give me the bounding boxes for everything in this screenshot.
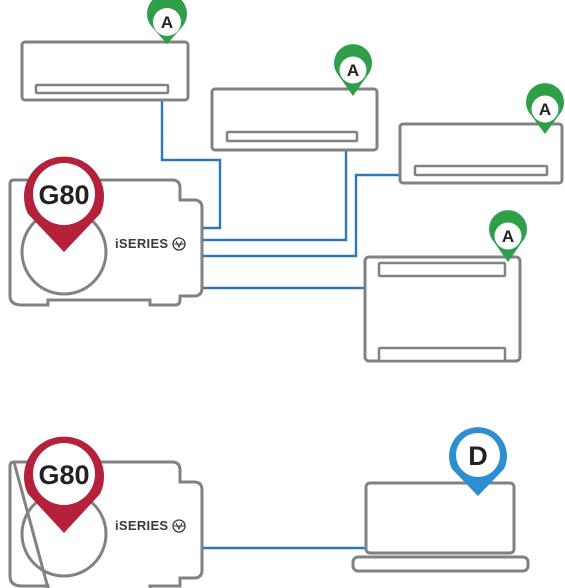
pin-inner [456, 433, 500, 477]
indoor-unit-2-vent [225, 130, 359, 143]
brand-label: iSERIES [115, 236, 168, 251]
laptop-screen [364, 481, 516, 555]
pin-indoor-2: A [334, 44, 373, 96]
indoor-unit-4-bottom-vent [377, 346, 507, 363]
pin-inner [339, 56, 367, 84]
pin-inner [33, 163, 95, 225]
bottom-system: iSERIES G80 D [8, 427, 530, 588]
brand-emblem-icon [172, 237, 186, 251]
indoor-unit-4 [363, 255, 522, 363]
top-pipes [160, 100, 400, 290]
laptop [351, 481, 530, 573]
pin-label: A [347, 61, 359, 80]
indoor-unit-1 [20, 40, 190, 102]
pipe-to-unit-1 [160, 100, 222, 230]
pin-inner [494, 222, 522, 250]
pin-indoor-4: A [489, 210, 527, 262]
indoor-unit-3 [398, 122, 564, 185]
pipe-to-unit-2 [200, 150, 348, 242]
pin-inner [531, 95, 559, 123]
pin-inner [153, 8, 181, 36]
indoor-unit-4-top-vent [377, 261, 507, 278]
pin-label: A [161, 13, 173, 32]
laptop-base [351, 555, 530, 573]
indoor-unit-1-vent [34, 83, 170, 95]
indoor-unit-3-vent [413, 164, 549, 177]
pin-indoor-3: A [526, 83, 564, 134]
pin-laptop: D [449, 427, 507, 496]
pipe-to-unit-3 [200, 173, 400, 258]
brand-emblem-icon [172, 519, 186, 533]
pin-outdoor-bottom: G80 [23, 436, 104, 533]
pin-label: A [502, 227, 514, 246]
pin-inner [33, 443, 95, 505]
pin-indoor-1: A [147, 0, 187, 44]
pin-label: G80 [38, 180, 89, 210]
pin-label: G80 [38, 460, 89, 490]
pin-label: D [468, 441, 488, 471]
indoor-unit-2 [210, 87, 379, 152]
pin-label: A [539, 100, 551, 119]
top-system: iSERIES [8, 0, 564, 363]
brand-label: iSERIES [115, 518, 168, 533]
pin-outdoor-top: G80 [23, 156, 104, 252]
